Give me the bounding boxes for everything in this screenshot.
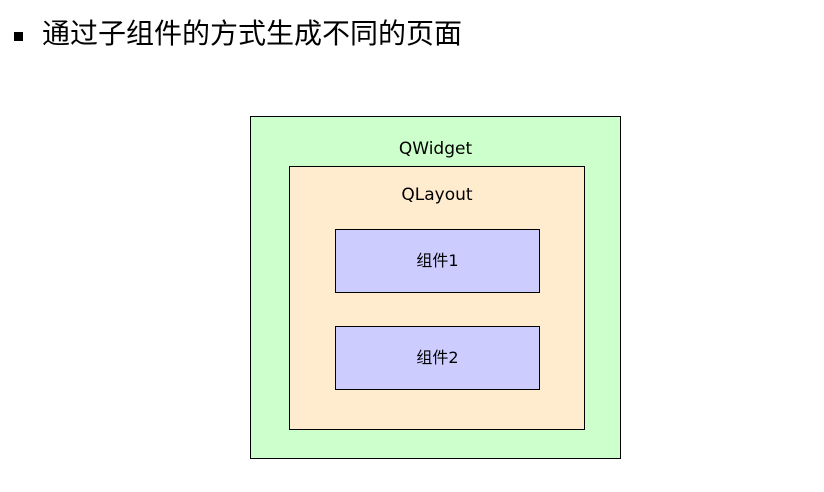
component-label-1: 组件1 xyxy=(416,251,459,270)
component-box-1: 组件1 xyxy=(335,229,540,293)
qwidget-label: QWidget xyxy=(398,139,473,159)
qwidget-container-box: QWidget QLayout 组件1 组件2 xyxy=(250,116,621,459)
square-bullet-icon xyxy=(14,31,23,41)
qlayout-container-box: QLayout 组件1 组件2 xyxy=(289,166,585,430)
qlayout-label: QLayout xyxy=(401,185,473,205)
slide-title-bullet-line: 通过子组件的方式生成不同的页面 xyxy=(14,12,804,56)
component-box-2: 组件2 xyxy=(335,326,540,390)
slide-title-text: 通过子组件的方式生成不同的页面 xyxy=(42,17,463,50)
component-label-2: 组件2 xyxy=(416,348,459,367)
